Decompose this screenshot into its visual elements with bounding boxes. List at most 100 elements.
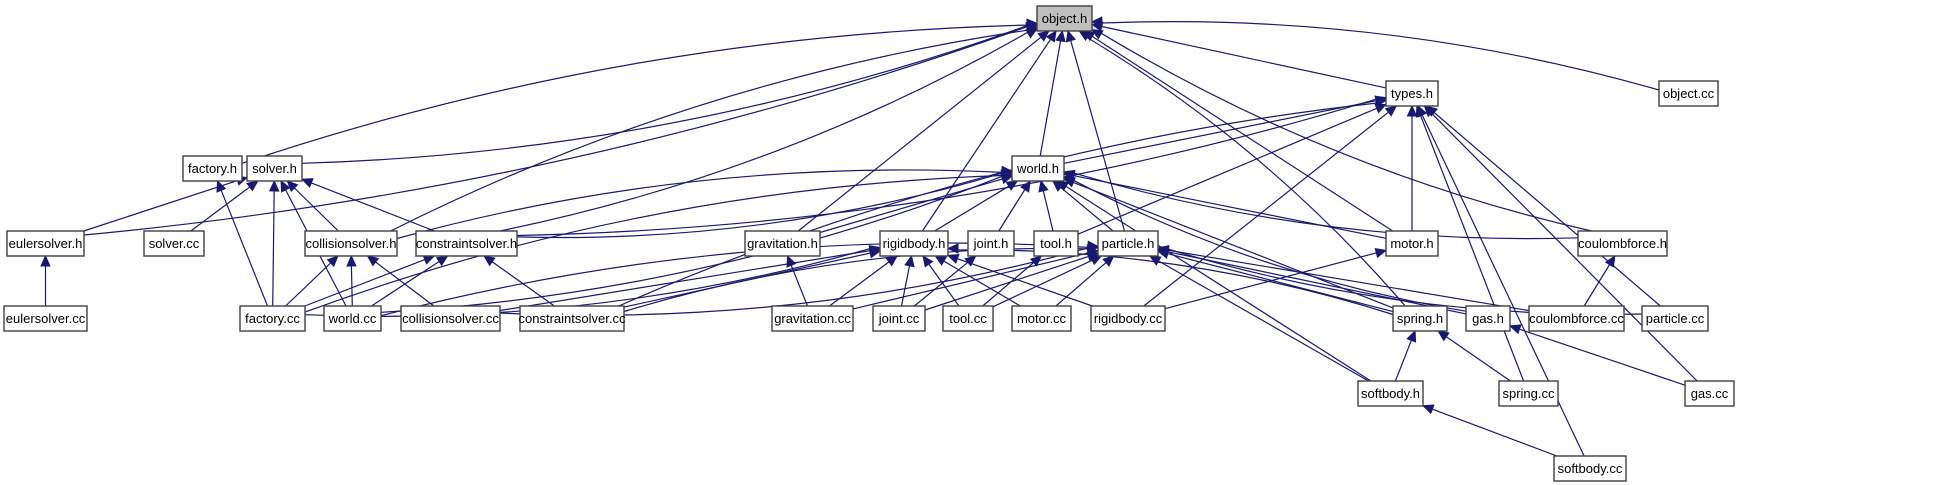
node-coulombforce-h[interactable]: coulombforce.h [1577,230,1668,257]
edge-constraintsolver_h-to-object_h [499,28,1039,232]
node-gravitation-cc[interactable]: gravitation.cc [771,305,854,332]
node-box [304,230,398,257]
node-gas-cc[interactable]: gas.cc [1684,380,1735,407]
edge-line [293,187,339,232]
edge-line [1158,260,1369,382]
node-joint-h[interactable]: joint.h [967,230,1015,257]
edge-line [913,261,969,307]
arrowhead-icon [300,178,314,189]
node-box [744,230,821,257]
node-label: joint.h [973,236,1009,251]
arrowhead-icon [435,255,449,267]
edge-spring_h-to-rigidbody_h [946,243,1394,316]
node-label: factory.h [188,161,237,176]
arrowhead-icon [1374,247,1388,259]
node-box [1097,230,1159,257]
node-eulersolver-cc[interactable]: eulersolver.cc [3,305,88,332]
node-constraintsolver-h[interactable]: constraintsolver.h [415,230,518,257]
node-rigidbody-cc[interactable]: rigidbody.cc [1090,305,1166,332]
edge-world_h-to-types_h [1063,95,1388,164]
node-label: softbody.h [1361,386,1420,401]
edge-line [304,259,426,307]
edge-line [1065,185,1372,382]
edge-line [1143,111,1389,307]
node-spring-h[interactable]: spring.h [1392,305,1448,332]
node-collisionsolver-h[interactable]: collisionsolver.h [304,230,398,257]
arrowhead-icon [1000,173,1014,185]
edge-solver_cc-to-solver_h [190,180,259,232]
node-factory-h[interactable]: factory.h [182,155,243,182]
edge-collisionsolver_h-to-solver_h [286,180,339,232]
node-solver-cc[interactable]: solver.cc [143,230,205,257]
node-world-h[interactable]: world.h [1011,155,1065,182]
edge-line [311,182,435,232]
node-factory-cc[interactable]: factory.cc [239,305,306,332]
node-particle-h[interactable]: particle.h [1097,230,1159,257]
arrowhead-icon [1062,176,1076,187]
node-types-h[interactable]: types.h [1385,80,1439,107]
edge-line [957,258,1093,307]
arrowhead-icon [922,255,934,268]
edge-line [1073,172,1579,240]
arrowhead-icon [1037,30,1050,42]
node-gravitation-h[interactable]: gravitation.h [744,230,821,257]
edge-line [1164,252,1377,310]
node-softbody-h[interactable]: softbody.h [1357,380,1424,407]
node-object-cc[interactable]: object.cc [1658,80,1719,107]
node-motor-cc[interactable]: motor.cc [1011,305,1072,332]
node-box [400,305,501,332]
edge-line [499,250,871,312]
arrowhead-icon [286,180,299,193]
node-label: particle.cc [1646,311,1705,326]
arrowhead-icon [1437,330,1450,342]
node-box [1684,380,1735,407]
node-collisionsolver-cc[interactable]: collisionsolver.cc [400,305,501,332]
node-label: solver.h [252,161,297,176]
arrowhead-icon [1065,29,1076,43]
edge-line [380,175,1003,313]
node-solver-h[interactable]: solver.h [246,155,303,182]
edge-line [829,261,890,307]
edge-line [1073,179,1467,312]
node-eulersolver-h[interactable]: eulersolver.h [6,230,85,257]
node-gas-h[interactable]: gas.h [1465,305,1511,332]
edge-rigidbody_h-to-object_h [921,29,1057,232]
edge-line [852,252,1089,310]
arrowhead-icon [1055,29,1066,43]
edge-line [1430,112,1698,382]
edge-gas_h-to-world_h [1062,176,1467,312]
node-box [239,305,306,332]
node-constraintsolver-cc[interactable]: constraintsolver.cc [519,305,626,332]
arrowhead-icon [1020,179,1031,193]
node-rigidbody-h[interactable]: rigidbody.h [879,230,949,257]
node-particle-cc[interactable]: particle.cc [1641,305,1709,332]
node-label: constraintsolver.cc [519,311,626,326]
edge-rigidbody_cc-to-motor_h [1164,247,1388,310]
node-motor-h[interactable]: motor.h [1385,230,1439,257]
edge-softbody_h-to-world_h [1056,180,1372,382]
node-softbody-cc[interactable]: softbody.cc [1553,455,1627,482]
node-coulombforce-cc[interactable]: coulombforce.cc [1528,305,1625,332]
edge-tool_h-to-types_h [1077,103,1388,235]
edge-line [1433,112,1661,307]
arrowhead-icon [326,255,339,268]
edge-spring_cc-to-spring_h [1437,330,1511,382]
node-box [415,230,518,257]
node-joint-cc[interactable]: joint.cc [872,305,926,332]
node-tool-h[interactable]: tool.h [1033,230,1079,257]
edge-line [1070,40,1126,232]
edge-constraintsolver_h-to-solver_h [300,178,435,232]
node-tool-cc[interactable]: tool.cc [942,305,994,332]
node-box [1553,455,1627,482]
node-world-cc[interactable]: world.cc [323,305,382,332]
edge-line [272,190,275,307]
node-box [1090,305,1166,332]
node-spring-cc[interactable]: spring.cc [1498,380,1559,407]
node-box [1357,380,1424,407]
arrowhead-icon [1038,179,1049,193]
edge-softbody_h-to-spring_h [1394,329,1417,382]
edge-line [943,260,1021,307]
edge-line [220,190,269,307]
edge-gravitation_h-to-object_h [797,30,1050,232]
